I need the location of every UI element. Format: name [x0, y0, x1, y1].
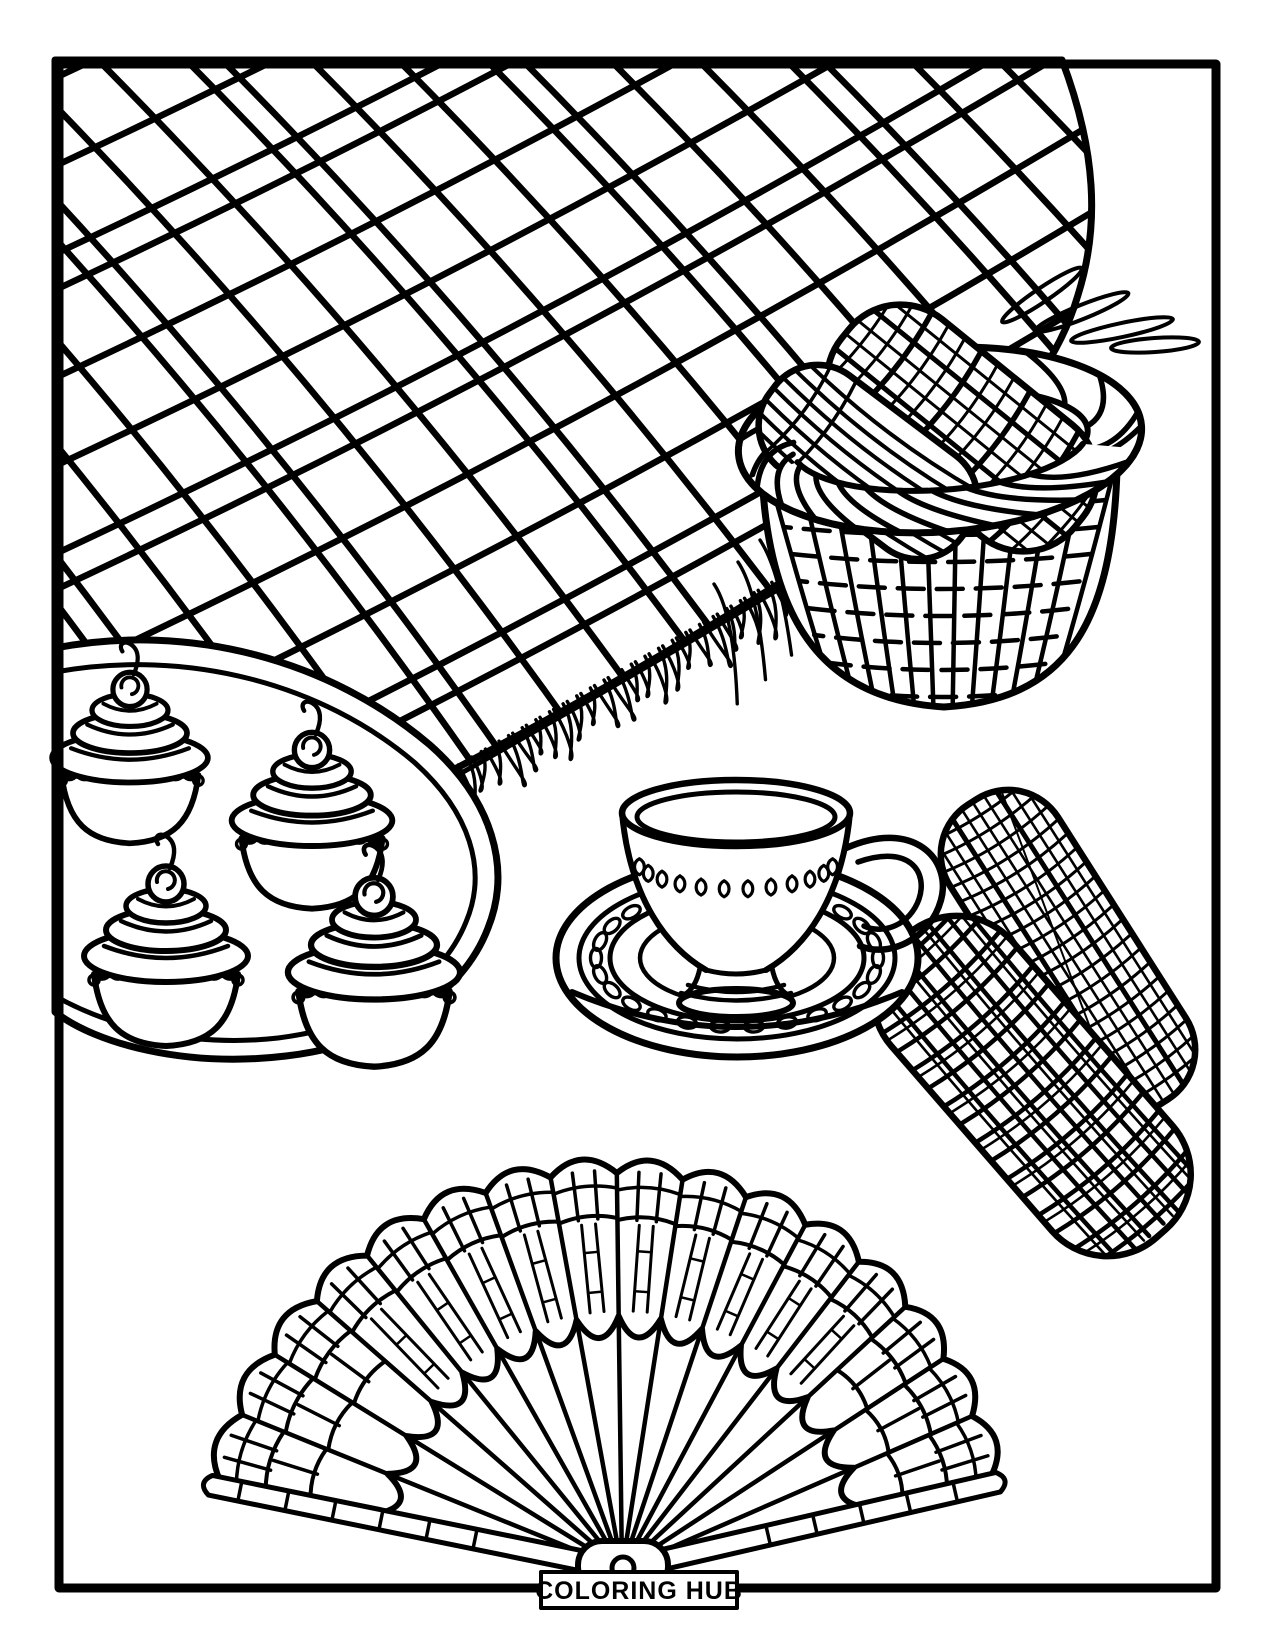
wicker-basket-illustration — [734, 285, 1146, 711]
cupcake — [284, 842, 464, 1070]
footer-brand-box — [539, 1570, 739, 1610]
rolled-mats-illustration — [848, 775, 1209, 1271]
footer-brand-label: COLORING HUB — [535, 1577, 743, 1605]
picnic-blanket-illustration — [51, 56, 1201, 823]
dessert-tray-illustration — [49, 636, 502, 1070]
footer-brand: COLORING HUB — [535, 1570, 743, 1610]
folding-fan-illustration — [201, 1156, 1008, 1594]
cupcake — [81, 832, 251, 1049]
cupcake — [49, 640, 211, 847]
cupcake — [228, 699, 396, 912]
teacup-illustration — [552, 776, 947, 1061]
